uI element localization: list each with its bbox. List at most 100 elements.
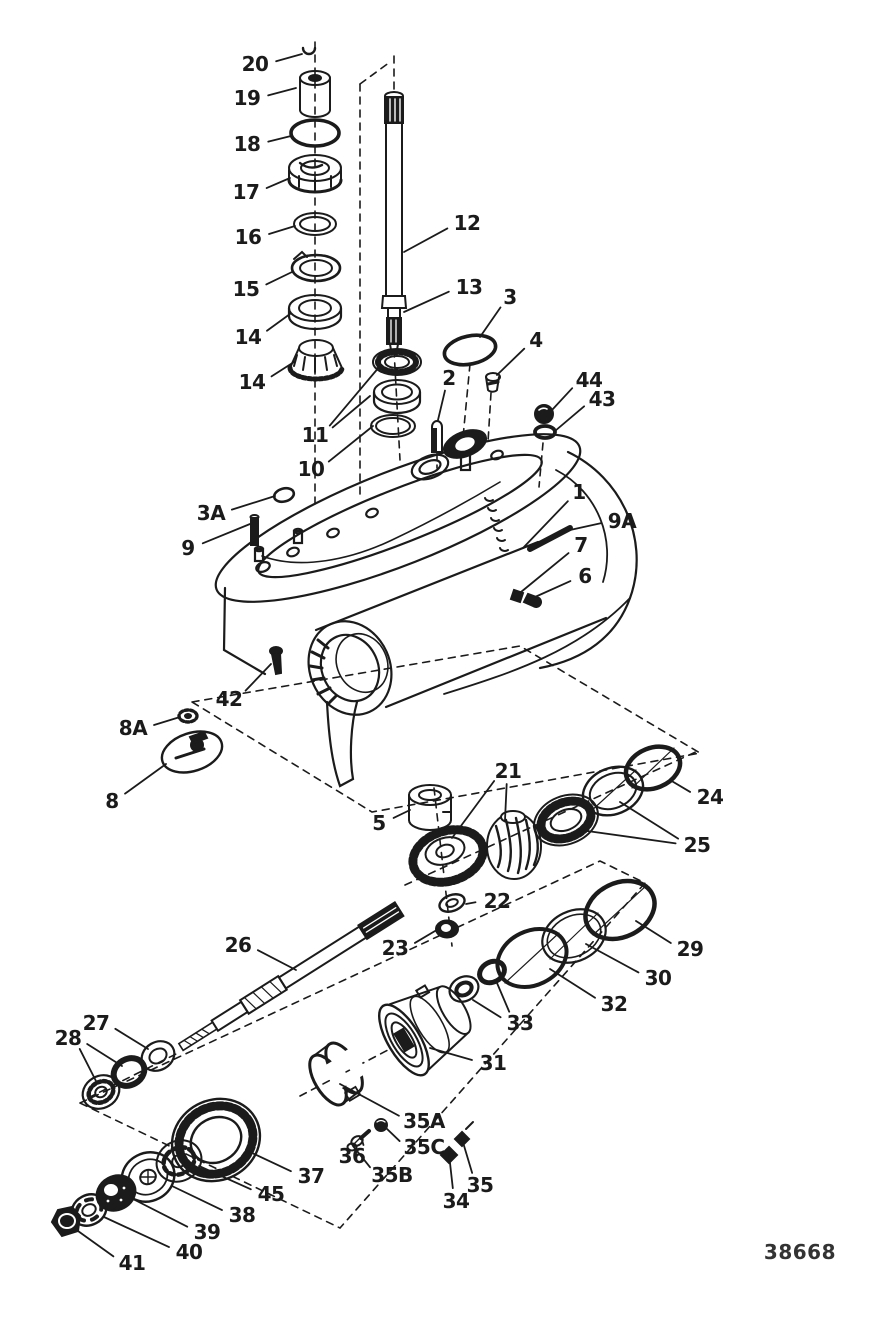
leader-line: [504, 783, 508, 821]
part-28-bearing-and-race: [81, 1055, 148, 1110]
callout-12-8: 12: [403, 211, 481, 253]
callout-6-22: 6: [534, 564, 592, 598]
part-33-oil-seals: [448, 958, 507, 1003]
callout-31-37: 31: [429, 1047, 507, 1075]
part-39-spacer-cone: [95, 1174, 137, 1212]
callout-label: 25: [684, 833, 711, 857]
callout-34-44: 34: [443, 1153, 470, 1213]
callout-13-9: 13: [403, 275, 483, 313]
part-20-retaining-clip: [301, 46, 317, 56]
callout-label: 16: [235, 225, 262, 249]
leader-line: [451, 780, 496, 839]
leader-line: [267, 87, 297, 97]
part-35b-washer: [346, 1142, 358, 1152]
callout-label: 31: [480, 1051, 507, 1075]
callout-label: 33: [507, 1011, 534, 1035]
leader-line: [392, 809, 411, 819]
leader-line: [267, 135, 292, 143]
callout-29-33: 29: [635, 920, 704, 961]
leader-line: [124, 763, 167, 795]
callout-30-34: 30: [585, 943, 672, 990]
callout-label: 6: [578, 564, 591, 588]
leader-line: [437, 389, 446, 421]
part-43-washer: [533, 424, 557, 440]
callout-10-11: 10: [298, 425, 374, 481]
part-9-stud: [249, 514, 260, 546]
part-3-o-ring: [442, 333, 498, 367]
callout-label: 19: [234, 86, 261, 110]
callout-9-18: 9: [181, 523, 251, 560]
callout-43-16: 43: [554, 387, 616, 432]
part-23-pinion-nut: [435, 919, 459, 939]
part-21-gear-set: [408, 810, 542, 887]
leader-line: [265, 271, 293, 286]
callout-8-25: 8: [105, 763, 167, 813]
callout-24-28: 24: [669, 779, 724, 809]
callout-41-51: 41: [77, 1230, 146, 1275]
callout-label: 17: [233, 180, 260, 204]
callout-label: 30: [645, 966, 672, 990]
part-29-o-ring: [583, 878, 657, 942]
leader-line: [171, 1185, 223, 1211]
callout-label: 43: [589, 387, 616, 411]
part-42-screw: [269, 646, 283, 676]
callout-9a-20: 9A: [569, 509, 638, 533]
callout-label: 35A: [403, 1109, 446, 1133]
leader-line: [249, 1151, 292, 1173]
callout-label: 27: [83, 1011, 110, 1035]
part-32-o-ring: [495, 927, 569, 989]
callout-label: 10: [298, 457, 325, 481]
leader-line: [270, 361, 295, 378]
leader-line: [268, 225, 296, 235]
leader-line: [413, 930, 436, 944]
callout-35c-41: 35C: [384, 1126, 445, 1159]
part-9a-sealant-bead: [527, 525, 573, 552]
callout-42-23: 42: [216, 663, 272, 711]
part-4-plug: [485, 372, 501, 393]
leader-line: [569, 522, 602, 531]
callout-1-19: 1: [522, 480, 586, 549]
part-10-washer: [370, 414, 416, 438]
leader-line: [265, 177, 291, 189]
part-37-thrust-hub: [170, 1097, 262, 1183]
callout-14-7: 14: [239, 361, 295, 394]
callout-label: 40: [176, 1240, 203, 1264]
leader-line: [339, 1083, 400, 1117]
callout-25-29: 25: [579, 801, 711, 857]
callout-20-0: 20: [242, 52, 303, 76]
callout-label: 9A: [608, 509, 637, 533]
leader-line: [256, 949, 297, 971]
callout-5-26: 5: [372, 809, 411, 835]
callout-label: 11: [302, 423, 329, 447]
leader-line: [520, 552, 570, 593]
callout-label: 35C: [403, 1135, 444, 1159]
callout-35a-40: 35A: [339, 1083, 446, 1133]
leader-line: [327, 425, 374, 463]
leader-line: [479, 306, 502, 338]
part-24-o-ring: [623, 744, 683, 792]
callout-18-2: 18: [234, 132, 292, 156]
part-19-bushing: [299, 70, 331, 118]
callout-label: 14: [239, 370, 266, 394]
callout-label: 3A: [197, 501, 226, 525]
callout-45-47: 45: [198, 1165, 285, 1206]
callout-19-1: 19: [234, 86, 297, 110]
callout-label: 37: [298, 1164, 325, 1188]
callout-3a-17: 3A: [197, 495, 276, 525]
leader-line: [461, 1138, 474, 1174]
callout-32-35: 32: [549, 968, 628, 1016]
callout-21-27: 21: [451, 759, 522, 839]
leader-line: [585, 943, 640, 974]
callout-label: 8A: [119, 716, 148, 740]
callout-36-42: 36: [339, 1139, 366, 1168]
part-31-bearing-carrier: [378, 984, 472, 1077]
callout-22-30: 22: [465, 889, 511, 913]
leader-line: [86, 1043, 123, 1067]
callout-label: 29: [677, 937, 704, 961]
callout-label: 38: [229, 1203, 256, 1227]
leader-line: [114, 1027, 149, 1050]
callout-label: 9: [181, 536, 194, 560]
callout-17-3: 17: [233, 177, 291, 204]
leader-line: [275, 53, 303, 63]
